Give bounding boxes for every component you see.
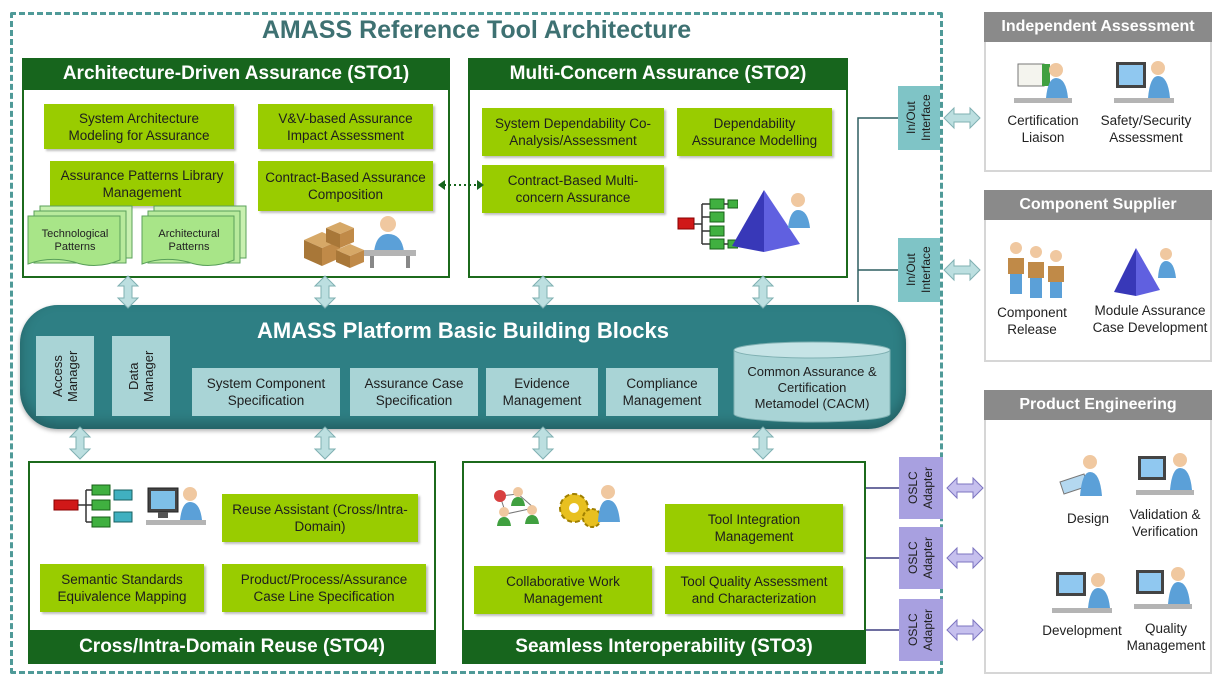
sto1-box-patterns-library: Assurance Patterns Library Management xyxy=(50,161,234,206)
technological-patterns-label: Technological Patterns xyxy=(41,228,109,253)
person-at-desk-icon xyxy=(364,216,416,268)
role-validation-verification: Validation & Verification xyxy=(1129,507,1201,539)
block-cacm: Common Assurance & Certification Metamod… xyxy=(747,364,877,411)
tree-diagram-icon xyxy=(677,198,738,250)
sto2-box-contract-multiconcern: Contract-Based Multi-concern Assurance xyxy=(482,165,664,213)
sto4-box-product-line-spec: Product/Process/Assurance Case Line Spec… xyxy=(222,564,426,612)
role-component-release: Component Release xyxy=(997,305,1067,337)
role-quality-management: Quality Management xyxy=(1126,621,1206,653)
sto3-title: Seamless Interoperability (STO3) xyxy=(462,630,866,664)
quality-management-icon xyxy=(1134,567,1192,609)
boxes-icon xyxy=(304,222,364,268)
oslc-adapter-left-2: OSLC Adapter xyxy=(899,527,943,589)
technological-patterns-icon xyxy=(27,205,133,266)
module-assurance-icon xyxy=(1114,248,1176,296)
architectural-patterns-icon xyxy=(141,205,247,266)
block-assurance-case-spec: Assurance Case Specification xyxy=(350,368,478,416)
sto2-title: Multi-Concern Assurance (STO2) xyxy=(468,58,848,90)
platform-title: AMASS Platform Basic Building Blocks xyxy=(257,318,669,343)
inout-interface-2: In/Out Interface xyxy=(898,238,940,302)
sto2-box-dependability-modelling: Dependability Assurance Modelling xyxy=(677,108,832,156)
gears-icon xyxy=(559,485,620,528)
independent-assessment-title: Independent Assessment xyxy=(984,12,1212,42)
sto1-box-contract-composition: Contract-Based Assurance Composition xyxy=(258,161,433,211)
inout-interface-1: In/Out Interface xyxy=(898,86,940,150)
tree-diagram-icon xyxy=(53,484,133,528)
dotted-link-arrow xyxy=(438,180,484,190)
architecture-frame xyxy=(10,12,943,674)
role-design: Design xyxy=(1066,511,1110,526)
data-manager: Data Manager xyxy=(112,336,170,416)
sto3-box-tool-quality: Tool Quality Assessment and Characteriza… xyxy=(665,566,843,614)
role-development: Development xyxy=(1042,623,1122,638)
sto4-box-semantic-mapping: Semantic Standards Equivalence Mapping xyxy=(40,564,204,612)
cacm-cylinder-shape xyxy=(733,341,891,423)
component-supplier-title: Component Supplier xyxy=(984,190,1212,220)
block-compliance-management: Compliance Management xyxy=(606,368,718,416)
sto1-box-vv-impact: V&V-based Assurance Impact Assessment xyxy=(258,104,433,149)
role-safety-security-assessment: Safety/Security Assessment xyxy=(1100,113,1192,145)
product-engineering-title: Product Engineering xyxy=(984,390,1212,420)
page-title: AMASS Reference Tool Architecture xyxy=(261,16,692,44)
development-icon xyxy=(1052,572,1112,613)
oslc-adapter-left-3: OSLC Adapter xyxy=(899,599,943,661)
block-evidence-management: Evidence Management xyxy=(486,368,598,416)
sto4-box-reuse-assistant: Reuse Assistant (Cross/Intra-Domain) xyxy=(222,494,418,542)
sto2-box-dependability-coanalysis: System Dependability Co-Analysis/Assessm… xyxy=(482,108,664,156)
network-people-icon xyxy=(494,487,539,526)
computer-person-icon xyxy=(146,487,206,525)
pyramid-icon xyxy=(732,190,810,252)
sto4-title: Cross/Intra-Domain Reuse (STO4) xyxy=(28,630,436,664)
safety-security-icon xyxy=(1114,61,1174,103)
certification-liaison-icon xyxy=(1014,63,1072,103)
sto3-box-collaborative-work: Collaborative Work Management xyxy=(474,566,652,614)
sto3-box-tool-integration: Tool Integration Management xyxy=(665,504,843,552)
validation-verification-icon xyxy=(1136,453,1194,495)
role-certification-liaison: Certification Liaison xyxy=(1007,113,1079,145)
architectural-patterns-label: Architectural Patterns xyxy=(158,228,220,253)
block-system-component-spec: System Component Specification xyxy=(192,368,340,416)
design-icon xyxy=(1059,455,1102,496)
component-release-icon xyxy=(1008,242,1064,298)
sto1-title: Architecture-Driven Assurance (STO1) xyxy=(22,58,450,90)
role-module-assurance-case: Module Assurance Case Development xyxy=(1092,303,1208,335)
sto1-box-architecture-modeling: System Architecture Modeling for Assuran… xyxy=(44,104,234,149)
access-manager: Access Manager xyxy=(36,336,94,416)
oslc-adapter-left-1: OSLC Adapter xyxy=(899,457,943,519)
